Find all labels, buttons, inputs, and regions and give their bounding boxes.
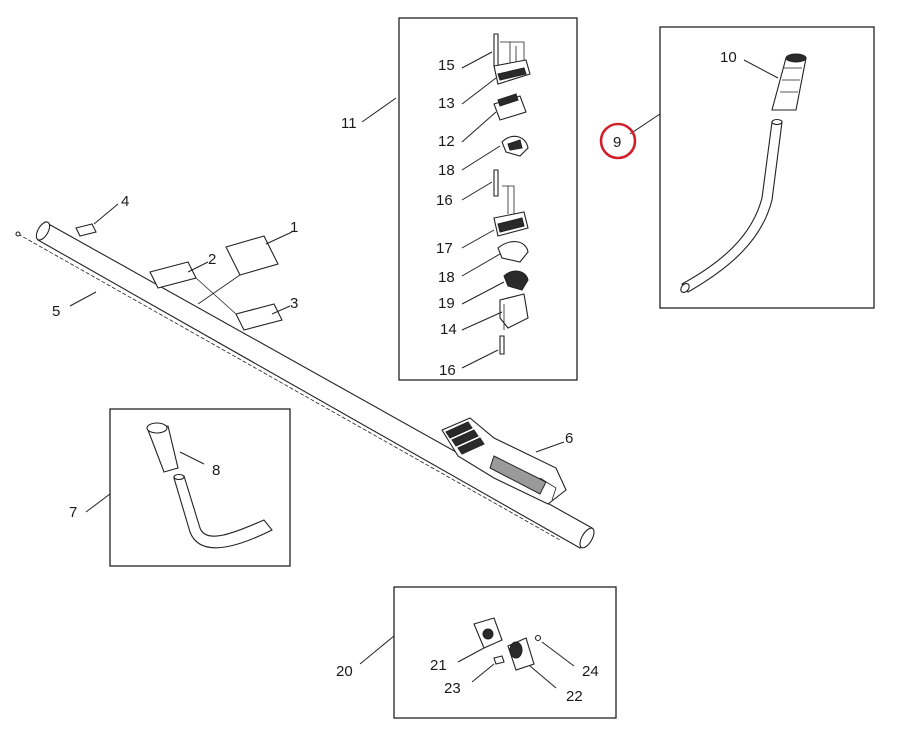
label-leader-lines: [195, 274, 241, 315]
callout-12: 12: [438, 133, 455, 150]
callout-9: 9: [613, 134, 621, 151]
callout-3: 3: [290, 295, 298, 312]
callout-23: 23: [444, 680, 461, 697]
callout-5: 5: [52, 303, 60, 320]
callout-10: 10: [720, 49, 737, 66]
callout-19: 19: [438, 295, 455, 312]
callout-18-lower: 18: [438, 269, 455, 286]
label-2-part: [149, 261, 197, 289]
cushion-18b-part: [497, 241, 529, 263]
handle-bar-box: [659, 26, 875, 309]
grip-10-part: [771, 57, 807, 111]
callout-13: 13: [438, 95, 455, 112]
screw-23-part: [493, 655, 505, 665]
handle-assembly-box: [398, 17, 578, 381]
callout-21: 21: [430, 657, 447, 674]
drive-cable-part: [17, 233, 561, 541]
callout-18-upper: 18: [438, 162, 455, 179]
screw-16a-part: [493, 169, 499, 197]
screw-15-part: [493, 33, 499, 67]
guard-bracket-box: [393, 586, 617, 719]
callout-7: 7: [69, 504, 77, 521]
shaft-tube-end: [35, 221, 51, 241]
cushion-19-part: [503, 270, 529, 291]
callout-11: 11: [341, 115, 357, 132]
callout-24: 24: [582, 663, 599, 680]
callout-2: 2: [208, 251, 216, 268]
callout-17: 17: [436, 240, 453, 257]
nut-24-part: [534, 634, 542, 642]
callout-8: 8: [212, 462, 220, 479]
callout-6: 6: [565, 430, 573, 447]
shaft-tube-part: [37, 221, 593, 549]
callout-14: 14: [440, 321, 457, 338]
callout-labels: 1 2 3 4 5 6 7 8 9 10 11 12 13 14 15 16 1…: [52, 49, 737, 705]
shaft-tube-end-bottom: [579, 527, 595, 549]
callout-9-highlight-ring: [599, 122, 637, 160]
loop-handle-box: [109, 408, 291, 567]
clamp-14-part: [499, 293, 529, 329]
drive-cable-tip: [15, 231, 21, 237]
callout-20: 20: [336, 663, 353, 680]
label-1-part: [225, 235, 279, 276]
loop-tube-part: [173, 475, 273, 549]
screw-16b-part: [499, 335, 505, 355]
handle-assembly-parts: [493, 33, 531, 355]
main-shaft-assembly: [15, 221, 595, 549]
callout-4: 4: [121, 193, 129, 210]
callout-15: 15: [438, 57, 455, 74]
label-3-part: [235, 303, 283, 331]
callout-22: 22: [566, 688, 583, 705]
callout-16-upper: 16: [436, 192, 453, 209]
label-4-part: [75, 223, 97, 237]
handle-bar-parts: [680, 53, 807, 293]
leader-lines: [69, 51, 779, 689]
callout-1: 1: [290, 219, 298, 236]
loop-handle-parts: [146, 422, 273, 549]
callout-16-lower: 16: [439, 362, 456, 379]
handle-tube-part: [681, 121, 783, 293]
guard-bracket-parts: [473, 617, 542, 671]
clamp-housing-part: [441, 417, 567, 505]
